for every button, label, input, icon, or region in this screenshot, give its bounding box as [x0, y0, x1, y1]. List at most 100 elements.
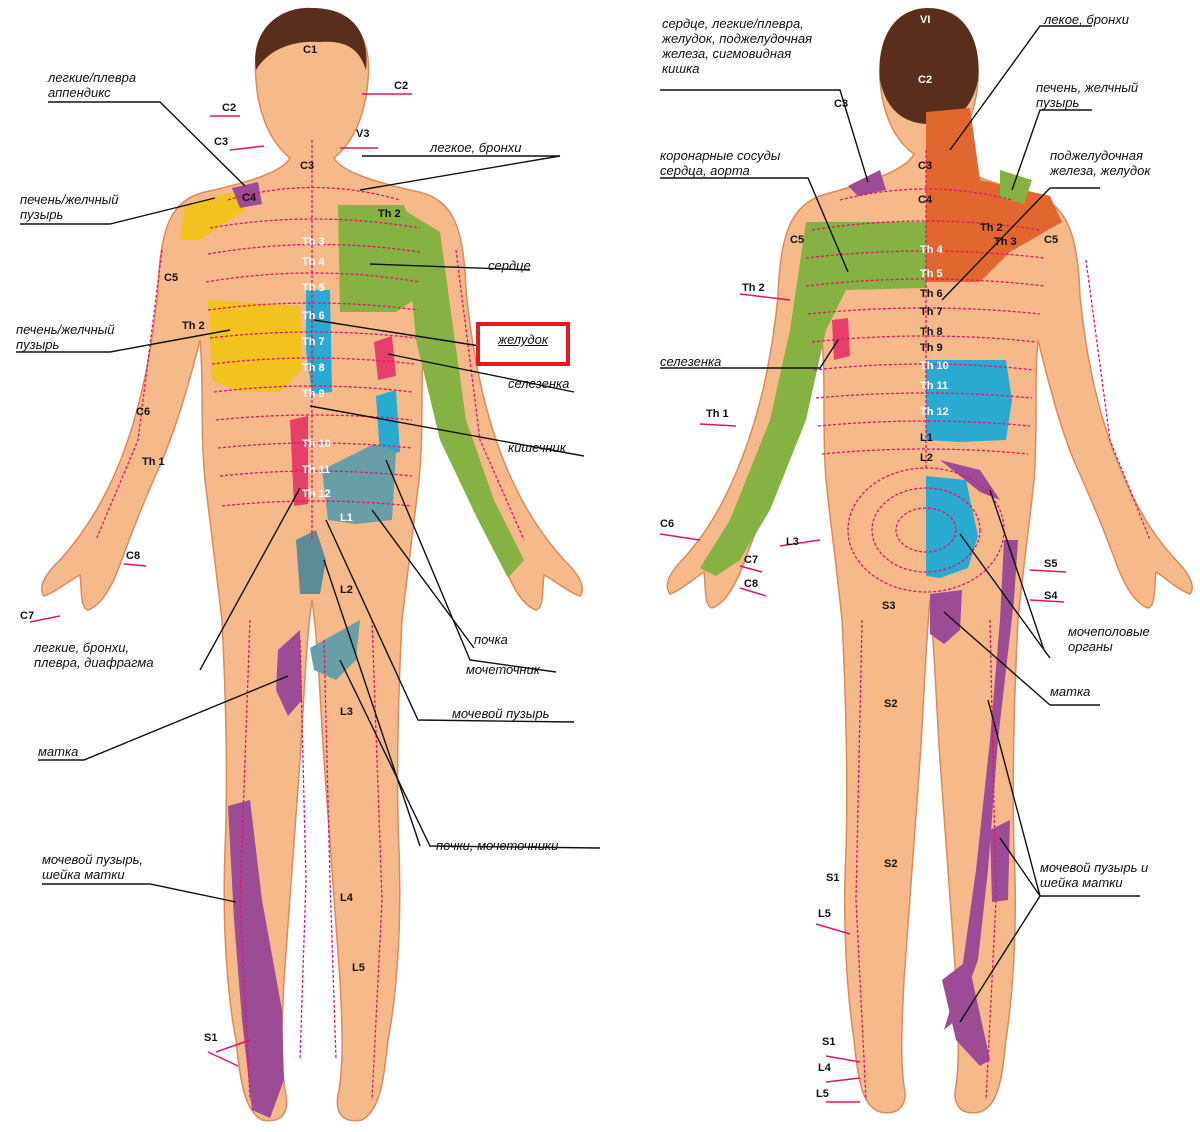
seg-back-l2: L2 [920, 452, 933, 464]
seg-back-th4: Th 4 [920, 244, 943, 256]
front-zone-genital [296, 530, 326, 594]
back-zone-stomach [926, 360, 1012, 442]
seg-back-s1-foot: S1 [822, 1036, 836, 1048]
seg-front-c5: C5 [164, 272, 179, 284]
front-zone-kidney [322, 444, 396, 524]
seg-front-th2: Th 2 [378, 208, 401, 220]
seg-back-c7: C7 [744, 554, 759, 566]
back-figure [666, 8, 1194, 1114]
front-zone-heart-chest [338, 205, 420, 312]
back-zone-heart-green [700, 222, 926, 576]
seg-front-s1: S1 [204, 1032, 218, 1044]
seg-back-c4: C4 [918, 194, 933, 206]
label-front-kidneys-ureters: почки, мочеточники [436, 838, 559, 853]
seg-back-l3: L3 [786, 536, 799, 548]
seg-back-th10: Th 10 [920, 360, 949, 372]
seg-back-th8: Th 8 [920, 326, 943, 338]
back-zone-buttock-purple [930, 590, 962, 644]
seg-front-c6: C6 [136, 406, 151, 418]
seg-front-th10: Th 10 [302, 438, 331, 450]
seg-back-th2-arm: Th 2 [742, 282, 765, 294]
seg-front-th6: Th 6 [302, 310, 325, 322]
label-back-uterus: матка [1050, 684, 1091, 699]
seg-front-th11: Th 11 [302, 464, 331, 476]
seg-back-l4-foot: L4 [818, 1062, 831, 1074]
seg-back-c3: C3 [918, 160, 933, 172]
seg-back-s4: S4 [1044, 590, 1058, 602]
seg-back-th2: Th 2 [980, 222, 1003, 234]
seg-back-th3: Th 3 [994, 236, 1017, 248]
seg-back-th12: Th 12 [920, 406, 949, 418]
seg-front-c3: C3 [300, 160, 315, 172]
seg-front-c7: C7 [20, 610, 35, 622]
seg-back-l5-foot: L5 [816, 1088, 829, 1100]
seg-front-th12: Th 12 [302, 488, 331, 500]
seg-back-c3-neck: C3 [834, 98, 849, 110]
seg-back-c5-right: C5 [1044, 234, 1059, 246]
seg-front-c2-right: C2 [394, 80, 409, 92]
seg-front-c3-left: C3 [214, 136, 229, 148]
seg-front-l3: L3 [340, 706, 353, 718]
seg-front-th7: Th 7 [302, 336, 325, 348]
seg-front-l1: L1 [340, 512, 353, 524]
label-back-bladder-cervix: мочевой пузырь и шейка матки [1040, 860, 1149, 890]
label-front-lungs-diaphragm: легкие, бронхи, плевра, диафрагма [34, 640, 154, 670]
back-zone-neck-right [926, 108, 1062, 282]
seg-back-th6: Th 6 [920, 288, 943, 300]
seg-front-th1: Th 1 [142, 456, 165, 468]
label-front-liver-gallbladder-mid: печень/желчный пузырь [16, 322, 115, 352]
back-zone-calf-purple [990, 820, 1010, 902]
seg-front-l2: L2 [340, 584, 353, 596]
seg-back-s3: S3 [882, 600, 896, 612]
segment-ticks [29, 93, 1067, 1103]
seg-back-s2-lower: S2 [884, 858, 898, 870]
label-back-liver-gallbladder: печень, желчный пузырь [1036, 80, 1139, 110]
seg-back-l5-leg: L5 [818, 908, 831, 920]
front-zone-neck-purple [232, 182, 262, 208]
seg-back-c8: C8 [744, 578, 759, 590]
front-zone-bladder [310, 620, 360, 680]
label-back-coronary: коронарные сосуды сердца, аорта [660, 148, 781, 178]
front-figure [40, 7, 584, 1122]
label-front-bladder: мочевой пузырь [452, 706, 550, 721]
label-back-lung-bronchi: лекое, бронхи [1044, 12, 1130, 27]
label-back-spleen: селезенка [660, 354, 722, 369]
seg-front-c4: C4 [242, 192, 257, 204]
callout-lines [16, 25, 1140, 1023]
front-zone-spleen [374, 336, 396, 380]
seg-back-c6: C6 [660, 518, 675, 530]
label-back-heart-lungs-stomach: сердце, легкие/плевра, желудок, поджелуд… [662, 16, 813, 76]
label-front-intestine: кишечник [508, 440, 566, 455]
front-hair [255, 7, 367, 70]
seg-front-th8: Th 8 [302, 362, 325, 374]
seg-back-s5: S5 [1044, 558, 1058, 570]
seg-front-c2-left: C2 [222, 102, 237, 114]
label-front-heart: сердце [488, 258, 531, 273]
seg-front-th2-arm: Th 2 [182, 320, 205, 332]
front-zone-uterus [276, 630, 302, 716]
seg-back-s2-upper: S2 [884, 698, 898, 710]
label-front-lung-pleura-appendix: легкие/плевра аппендикс [48, 70, 137, 100]
seg-back-th9: Th 9 [920, 342, 943, 354]
label-front-spleen: селезенка [508, 376, 570, 391]
seg-front-l4: L4 [340, 892, 353, 904]
label-back-pancreas-stomach: поджелудочная железа, желудок [1050, 148, 1151, 178]
front-zone-arm-green [404, 210, 524, 578]
label-front-lung-bronchi: легкое, бронхи [430, 140, 522, 155]
seg-front-th5: Th 5 [302, 282, 325, 294]
label-back-genitourinary: мочеполовые органы [1068, 624, 1150, 654]
front-zone-liver-chest [208, 300, 302, 392]
seg-back-l1: L1 [920, 432, 933, 444]
seg-back-vi: VI [920, 14, 931, 26]
seg-front-c1: C1 [303, 44, 318, 56]
seg-front-th3: Th 3 [302, 236, 325, 248]
back-zone-spleen [832, 318, 850, 360]
seg-back-th5: Th 5 [920, 268, 943, 280]
back-zone-liver-green [1000, 170, 1032, 204]
label-front-ureter: мочеточник [466, 662, 540, 677]
back-hair [879, 8, 979, 124]
front-zone-appendix [290, 416, 308, 506]
seg-front-v3: V3 [356, 128, 370, 140]
seg-front-l5: L5 [352, 962, 365, 974]
